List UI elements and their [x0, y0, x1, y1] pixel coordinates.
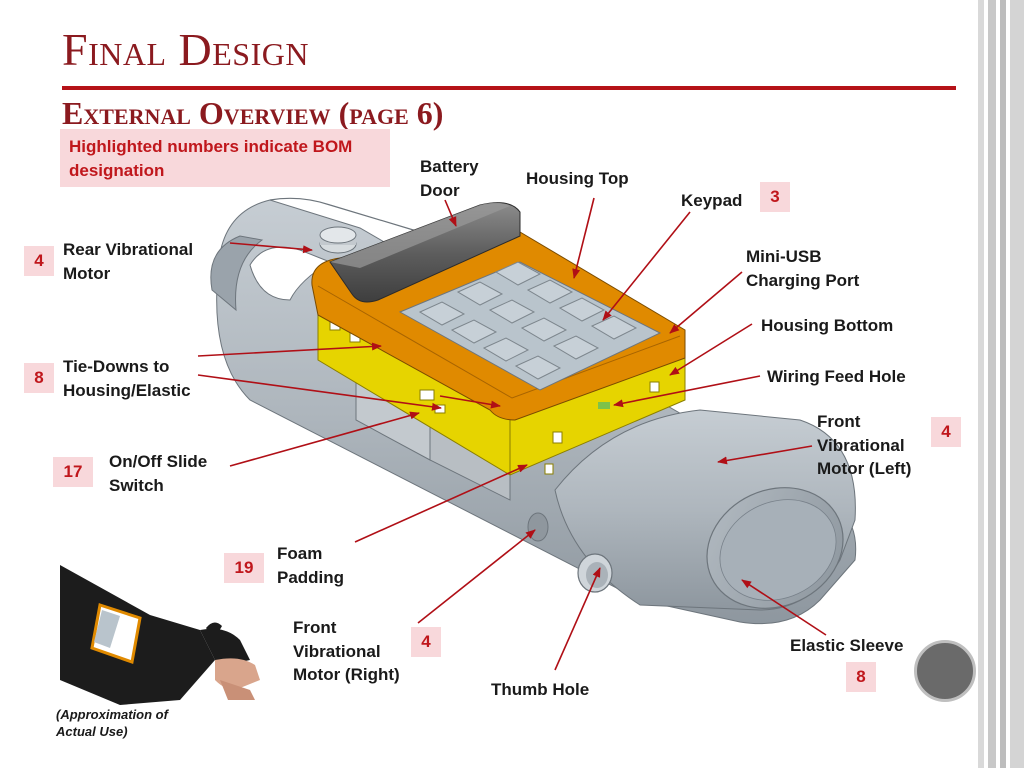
bom-badge-front-motor-left: 4: [931, 417, 961, 447]
usage-caption: (Approximation of Actual Use): [56, 707, 168, 739]
label-housing-top: Housing Top: [526, 169, 629, 188]
bom-note-text: Highlighted numbers indicate BOM designa…: [69, 137, 353, 180]
title-rule: [62, 86, 956, 90]
label-elastic-sleeve: Elastic Sleeve: [790, 636, 904, 655]
bom-badge-foam-padding: 19: [224, 553, 264, 583]
bom-badge-tie-downs: 8: [24, 363, 54, 393]
label-front-motor-right: Front Vibrational Motor (Right): [293, 618, 400, 684]
label-rear-motor: Rear Vibrational Motor: [63, 240, 194, 283]
label-front-motor-left: Front Vibrational Motor (Left): [817, 412, 912, 478]
bom-badge-rear-motor: 4: [24, 246, 54, 276]
bom-badge-on-off-switch: 17: [53, 457, 93, 487]
arm-illustration: [60, 565, 260, 705]
right-border-bar: [1010, 0, 1024, 768]
label-tie-downs: Tie-Downs to Housing/Elastic: [63, 357, 191, 400]
bom-badge-elastic-sleeve: 8: [846, 662, 876, 692]
leader-arrows: [197, 197, 827, 671]
label-keypad: Keypad: [681, 191, 743, 210]
label-housing-bottom: Housing Bottom: [761, 316, 894, 335]
label-foam-padding: Foam Padding: [277, 544, 345, 587]
keypad-keys: [418, 261, 638, 380]
bom-badge-keypad: 3: [760, 182, 790, 212]
page-subtitle: External Overview (page 6): [62, 95, 444, 131]
bom-badge-front-motor-right: 4: [411, 627, 441, 657]
right-border-bar: [978, 0, 984, 768]
bom-note-box: Highlighted numbers indicate BOM designa…: [60, 129, 390, 187]
right-border-bar: [1000, 0, 1006, 768]
label-thumb-hole: Thumb Hole: [491, 680, 590, 699]
label-mini-usb: Mini-USB Charging Port: [746, 247, 860, 290]
right-border-bar: [988, 0, 996, 768]
label-wiring-feed-hole: Wiring Feed Hole: [767, 367, 906, 386]
decorative-circle: [914, 640, 976, 702]
page-title: Final Design: [62, 24, 309, 75]
label-on-off-switch: On/Off Slide Switch: [109, 452, 208, 495]
label-battery-door: Battery Door: [420, 157, 479, 200]
